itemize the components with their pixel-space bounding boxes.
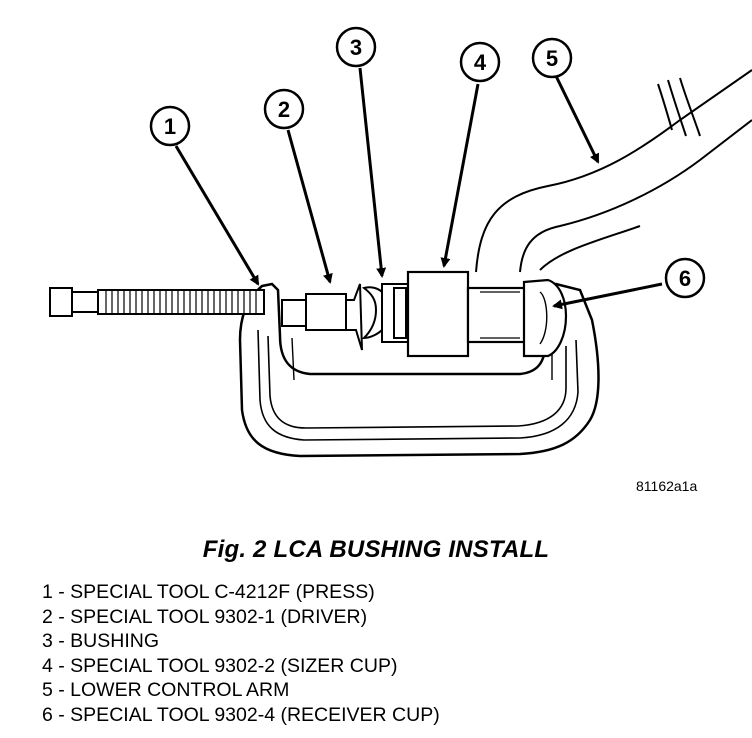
callout-5: 5	[531, 37, 573, 79]
callout-3: 3	[335, 26, 377, 68]
callout-6: 6	[664, 257, 706, 299]
driver-tool	[281, 283, 363, 351]
parts-legend: 1 - SPECIAL TOOL C-4212F (PRESS) 2 - SPE…	[42, 580, 440, 728]
svg-text:1: 1	[164, 114, 176, 139]
press-frame	[238, 282, 600, 458]
figure-caption: Fig. 2 LCA BUSHING INSTALL	[202, 536, 550, 563]
press-screw	[49, 287, 265, 317]
legend-item: 6 - SPECIAL TOOL 9302-4 (RECEIVER CUP)	[42, 703, 440, 726]
legend-item: 1 - SPECIAL TOOL C-4212F (PRESS)	[42, 581, 375, 603]
callout-1: 1	[149, 105, 191, 147]
svg-text:6: 6	[679, 266, 691, 291]
figure-id-label: 81162a1a	[636, 478, 698, 494]
legend-item: 4 - SPECIAL TOOL 9302-2 (SIZER CUP)	[42, 654, 398, 677]
legend-item: 5 - LOWER CONTROL ARM	[42, 679, 290, 702]
svg-text:3: 3	[350, 35, 362, 60]
callout-leaders	[174, 67, 663, 310]
svg-text:2: 2	[278, 97, 290, 122]
callout-2: 2	[263, 88, 305, 130]
lower-control-arm	[475, 69, 752, 273]
receiver-cup	[522, 278, 568, 358]
svg-text:4: 4	[474, 50, 487, 75]
callout-4: 4	[459, 41, 501, 83]
svg-text:5: 5	[546, 46, 558, 71]
bushing	[361, 283, 409, 343]
bushing-install-illustration: 1 2 3 4 5 6	[49, 26, 752, 458]
sizer-cup	[406, 270, 530, 358]
legend-item: 2 - SPECIAL TOOL 9302-1 (DRIVER)	[42, 605, 368, 628]
legend-item: 3 - BUSHING	[42, 630, 160, 653]
